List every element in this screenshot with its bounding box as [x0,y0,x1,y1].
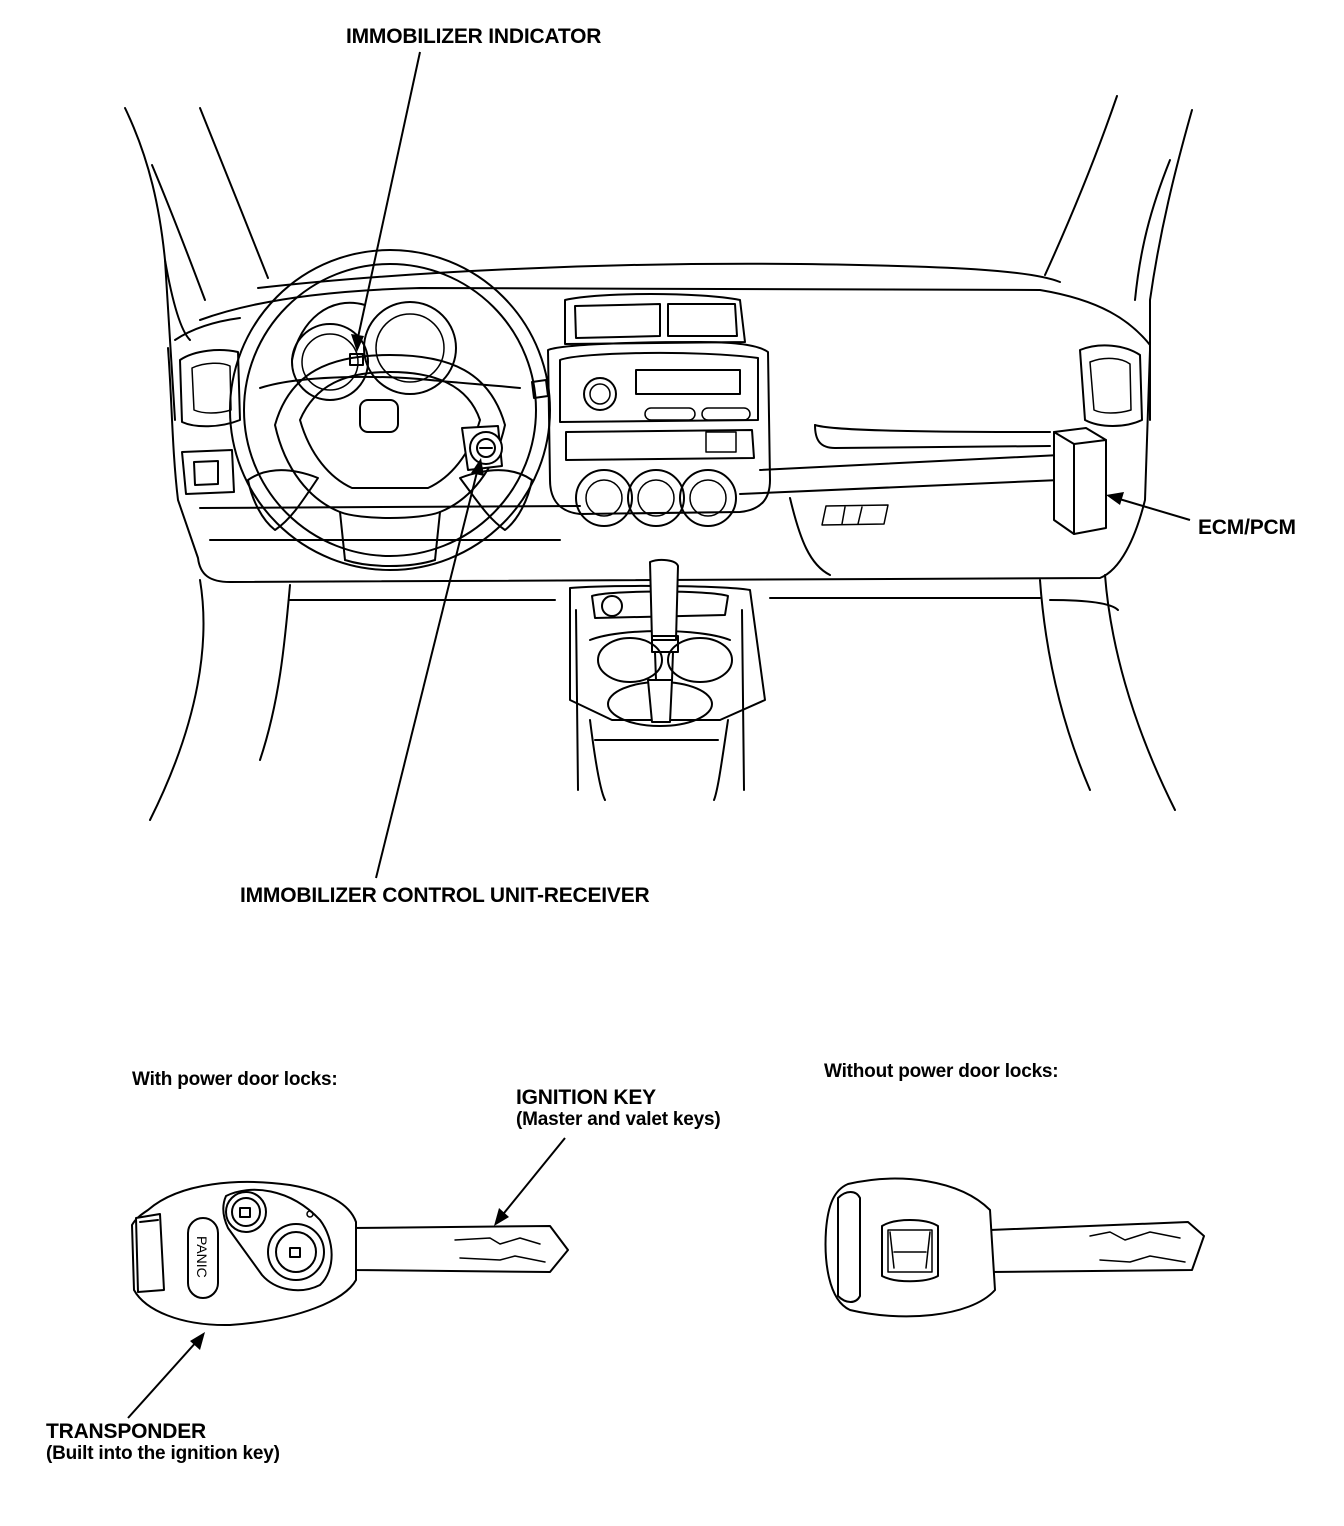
center-vents [564,293,746,345]
key-without-power-locks [824,1177,1205,1318]
label-immobilizer-indicator: IMMOBILIZER INDICATOR [346,25,602,48]
label-without-power-door-locks: Without power door locks: [824,1061,1059,1082]
dashboard-illustration [124,95,1193,821]
center-stack [547,341,771,527]
leader-lines-dashboard [351,51,1191,879]
leader-lines-keys [127,1137,566,1419]
label-ignition-key-sub: (Master and valet keys) [516,1109,721,1130]
label-transponder: TRANSPONDER [46,1420,206,1443]
label-ecm-pcm: ECM/PCM [1198,516,1296,539]
panic-button-label: PANIC [194,1236,210,1278]
console-tunnel [575,609,745,801]
right-vent [1079,344,1143,427]
floor-contours [149,574,1176,821]
ecm-pcm-module [1053,427,1107,535]
lower-console [569,558,766,727]
dashboard-body [167,347,1151,583]
ignition-switch [461,425,503,471]
right-a-pillar [1044,95,1193,421]
left-a-pillar [124,107,269,421]
dashboard-top [174,262,1151,346]
immobilizer-indicator-lamp [349,353,364,366]
label-with-power-door-locks: With power door locks: [132,1069,338,1090]
label-ignition-key: IGNITION KEY [516,1086,656,1109]
label-control-unit-receiver: IMMOBILIZER CONTROL UNIT-RECEIVER [240,884,650,907]
steering-wheel [229,249,551,571]
left-switch-panel [181,449,235,495]
label-transponder-sub: (Built into the ignition key) [46,1443,280,1464]
key-with-power-locks [131,1181,569,1327]
